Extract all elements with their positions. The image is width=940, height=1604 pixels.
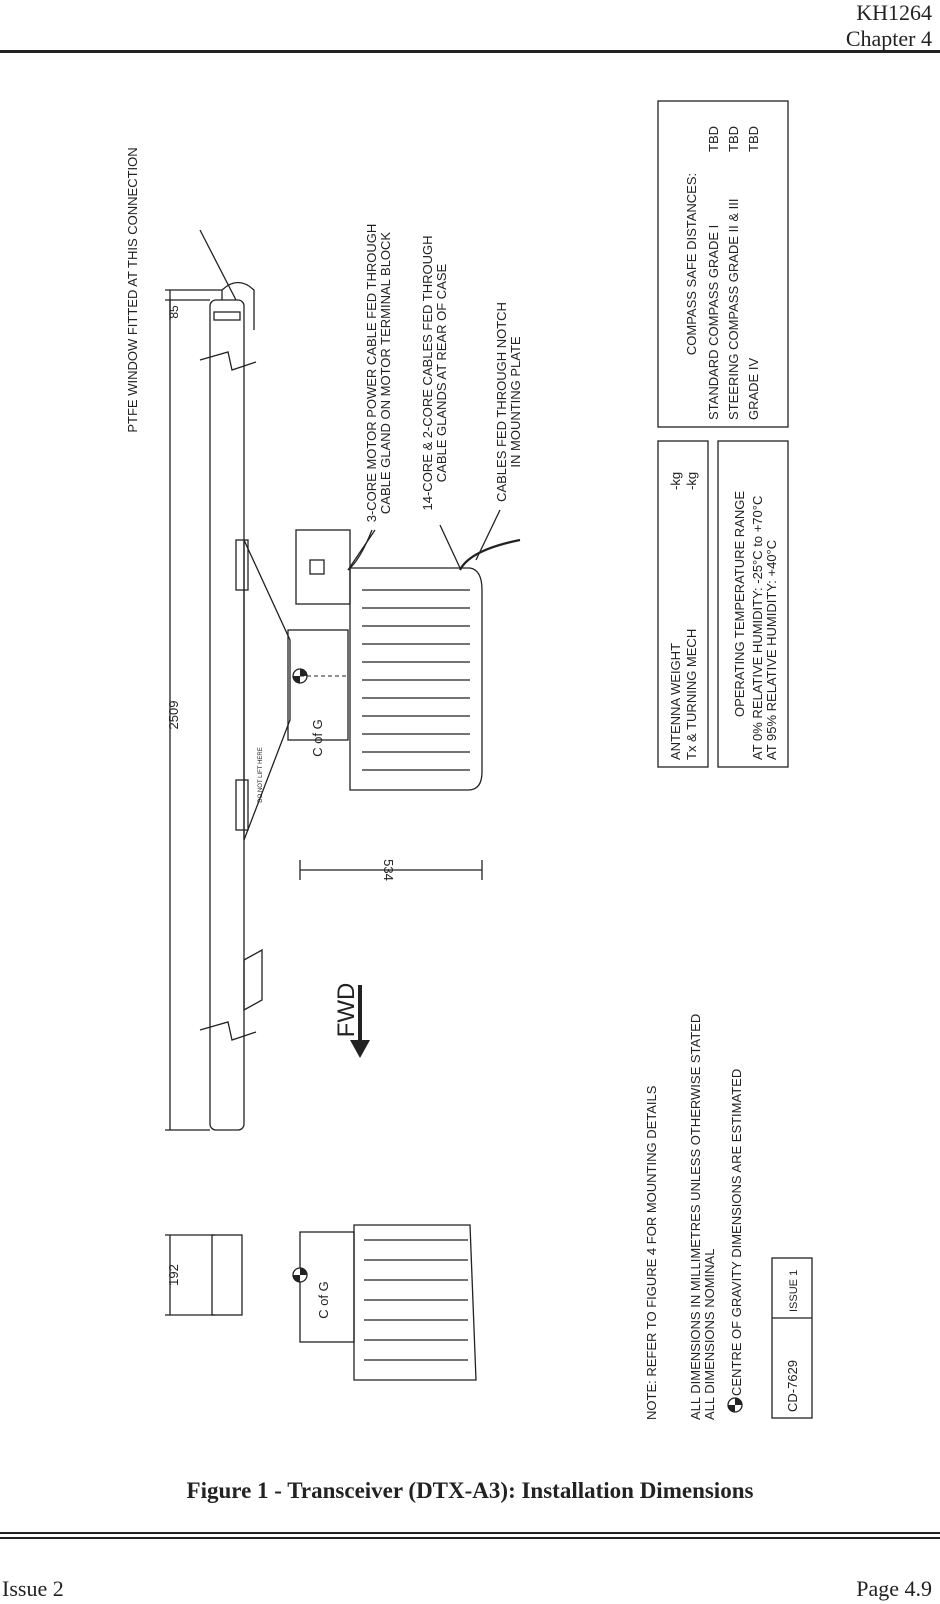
drawing-issue: ISSUE 1 bbox=[788, 1270, 800, 1312]
temp-line-1: AT 0% RELATIVE HUMIDITY: -25°C to +70°C bbox=[750, 496, 765, 760]
dim-85: 85 bbox=[167, 305, 181, 319]
chapter-label: Chapter 4 bbox=[845, 26, 932, 51]
transceiver-case bbox=[349, 567, 483, 791]
do-not-lift-label: DO NOT LIFT HERE bbox=[258, 747, 264, 802]
compass-title: COMPASS SAFE DISTANCES: bbox=[684, 173, 699, 355]
core-cable-note-2: CABLE GLANDS AT REAR OF CASE bbox=[434, 263, 449, 482]
temp-title: OPERATING TEMPERATURE RANGE bbox=[732, 491, 747, 717]
note-dimensions-2: ALL DIMENSIONS NOMINAL bbox=[702, 1249, 717, 1420]
document-code: KH1264 bbox=[856, 0, 932, 25]
motor-leader bbox=[347, 529, 376, 571]
figure-caption: Figure 1 - Transceiver (DTX-A3): Install… bbox=[186, 1478, 754, 1503]
notch-leader bbox=[475, 509, 501, 561]
header-rule bbox=[0, 50, 940, 53]
break-mark-bottom bbox=[199, 1021, 257, 1041]
cables-leader bbox=[439, 524, 461, 569]
notch-note-1: CABLES FED THROUGH NOTCH bbox=[494, 302, 509, 502]
ptfe-note: PTFE WINDOW FITTED AT THIS CONNECTION bbox=[125, 147, 140, 432]
side-view-case bbox=[353, 1224, 477, 1381]
ptfe-leader bbox=[199, 229, 237, 301]
fwd-support bbox=[243, 948, 263, 1012]
drawing-number: CD-7629 bbox=[785, 1360, 800, 1412]
dim-534: 534 bbox=[381, 859, 396, 881]
dim-2509: 2509 bbox=[166, 701, 181, 730]
compass-box bbox=[657, 100, 789, 428]
weight-box bbox=[657, 440, 709, 768]
note-cog: CENTRE OF GRAVITY DIMENSIONS ARE ESTIMAT… bbox=[729, 1069, 744, 1396]
compass-row-1-label: STANDARD COMPASS GRADE I bbox=[706, 225, 721, 420]
footer-rule-2 bbox=[0, 1537, 940, 1539]
weight-title-value: -kg bbox=[668, 472, 683, 490]
issue-label: Issue 2 bbox=[2, 1576, 64, 1601]
weight-row-value: -kg bbox=[684, 472, 699, 490]
ptfe-window bbox=[213, 311, 241, 321]
fwd-label: FWD bbox=[333, 983, 360, 1038]
cog-label-side: C of G bbox=[316, 1281, 331, 1319]
temp-box bbox=[717, 440, 789, 768]
antenna-end-hook bbox=[221, 281, 255, 330]
weight-title: ANTENNA WEIGHT bbox=[668, 643, 683, 760]
antenna-array bbox=[209, 299, 245, 1131]
fwd-arrow-head bbox=[350, 1040, 370, 1058]
compass-row-1-value: TBD bbox=[706, 126, 721, 152]
cog-label-top: C of G bbox=[310, 719, 325, 757]
break-mark-top bbox=[199, 351, 257, 371]
page-number: Page 4.9 bbox=[856, 1576, 932, 1601]
drawing-id-box bbox=[771, 1257, 813, 1419]
bracket-plate-1 bbox=[235, 539, 249, 591]
cooling-fins bbox=[362, 589, 470, 771]
note-dimensions-1: ALL DIMENSIONS IN MILLIMETRES UNLESS OTH… bbox=[688, 1014, 703, 1420]
motor-cable-note-1: 3-CORE MOTOR POWER CABLE FED THROUGH bbox=[364, 224, 379, 523]
mounting-bracket bbox=[243, 539, 291, 841]
notch-note-2: IN MOUNTING PLATE bbox=[508, 336, 523, 468]
installation-drawing: 2509 85 534 192 C of G C of G FWD DO NOT… bbox=[125, 100, 813, 1420]
compass-row-3-value: TBD bbox=[746, 126, 761, 152]
gearbox bbox=[287, 629, 349, 741]
bracket-plate-2 bbox=[235, 779, 249, 831]
compass-row-2-value: TBD bbox=[726, 126, 741, 152]
motor-terminal-block bbox=[295, 529, 351, 605]
dim-192: 192 bbox=[166, 1264, 181, 1286]
motor-cable-note-2: CABLE GLAND ON MOTOR TERMINAL BLOCK bbox=[378, 232, 393, 515]
core-cable-note-1: 14-CORE & 2-CORE CABLES FED THROUGH bbox=[420, 236, 435, 511]
compass-row-3-label: GRADE IV bbox=[746, 358, 761, 420]
note-reference: NOTE: REFER TO FIGURE 4 FOR MOUNTING DET… bbox=[644, 1085, 659, 1420]
side-view-fins bbox=[364, 1239, 468, 1361]
terminal bbox=[309, 559, 325, 575]
weight-row-label: Tx & TURNING MECH bbox=[684, 629, 699, 760]
footer-rule-1 bbox=[0, 1532, 940, 1534]
cable bbox=[459, 538, 521, 571]
compass-row-2-label: STEERING COMPASS GRADE II & III bbox=[726, 198, 741, 420]
temp-line-2: AT 95% RELATIVE HUMIDITY: +40°C bbox=[764, 540, 779, 760]
side-view-antenna bbox=[211, 1234, 243, 1316]
